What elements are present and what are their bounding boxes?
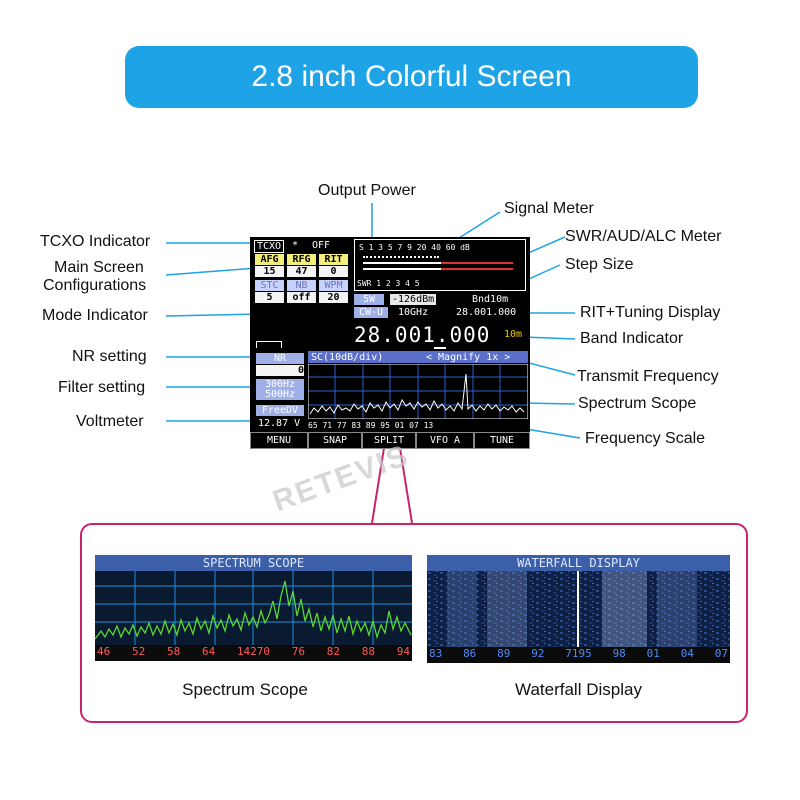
waterfall-scale-tick: 04 [680,647,694,660]
wpm-label: WPM [319,280,348,291]
magnify-control[interactable]: < Magnify 1x > [426,352,511,363]
dbm-readout: -126dBm [390,294,437,305]
spectrum-scale: 46 52 58 64 14270 76 82 88 94 [95,645,412,661]
wpm-value: 20 [319,292,348,303]
vfo-a-button[interactable]: VFO A [416,432,474,449]
waterfall-graph [427,571,730,647]
lcd-spectrum-scope [308,364,528,419]
callout-rit-tuning: RIT+Tuning Display [580,304,721,321]
nb-value: off [287,292,316,303]
filter-line1: 300Hz [256,379,304,390]
spectrum-scale-tick: 58 [166,645,181,658]
lcd-frequency-scale: 65 71 77 83 89 95 01 07 13 [308,421,434,430]
waterfall-scale-tick: 89 [497,647,511,660]
lcd-screen: TCXO * OFF AFG RFG RIT 15 47 0 STC NB WP… [250,237,530,449]
step-size: 10GHz [398,307,429,318]
callout-step-size: Step Size [565,256,634,273]
callout-main-screen-1: Main Screen [54,259,144,276]
rfg-value: 47 [287,266,316,277]
callout-tcxo-indicator: TCXO Indicator [40,233,151,250]
afg-label: AFG [255,254,284,265]
stc-label: STC [255,280,284,291]
band-top: Bnd10m [472,294,509,305]
callout-signal-meter: Signal Meter [504,200,594,217]
waterfall-scale-tick: 92 [531,647,545,660]
spectrum-scale-tick: 82 [326,645,341,658]
waterfall-scale-tick: 7195 [565,647,592,660]
nr-marker [256,341,282,348]
spectrum-scale-tick: 46 [97,645,111,658]
tcxo-state: OFF [312,240,331,251]
spectrum-graph [95,571,412,645]
tuning-cursor [434,347,446,349]
swr-scale: SWR 1 2 3 4 5 [357,279,420,288]
spectrum-scale-tick: 52 [131,645,146,658]
callout-mode-indicator: Mode Indicator [42,307,148,324]
callout-output-power: Output Power [318,182,416,199]
callout-nr-setting: NR setting [72,348,147,365]
waterfall-panel: WATERFALL DISPLAY 83 86 89 92 7195 98 01… [427,555,730,663]
scope-title: SC(10dB/div) [311,352,384,363]
callout-filter-setting: Filter setting [58,379,146,396]
nr-label: NR [256,353,304,364]
waterfall-title-bar [427,555,730,571]
scope-header: SC(10dB/div) < Magnify 1x > [308,351,528,363]
swr-meter-line [363,268,513,270]
callout-main-screen-2: Configurations [43,277,147,294]
waterfall-scale-tick: 83 [429,647,443,660]
nb-label: NB [287,280,316,291]
tune-button[interactable]: TUNE [474,432,530,449]
rfg-label: RFG [287,254,316,265]
spectrum-panel: SPECTRUM SCOPE 46 52 58 64 14270 76 82 8… [95,555,412,661]
nr-value: 0 [256,365,304,376]
title-banner: 2.8 inch Colorful Screen [125,46,698,108]
split-button[interactable]: SPLIT [362,432,416,449]
waterfall-scale: 83 86 89 92 7195 98 01 04 07 [427,647,730,663]
callout-band-indicator: Band Indicator [580,330,684,347]
waterfall-title: WATERFALL DISPLAY [517,556,640,570]
menu-button[interactable]: MENU [250,432,308,449]
spectrum-scale-tick: 94 [396,645,410,658]
s-meter-line [363,262,513,264]
spectrum-scale-tick: 76 [291,645,306,658]
callout-voltmeter: Voltmeter [76,413,144,430]
callout-swr-meter: SWR/AUD/ALC Meter [565,228,722,245]
callout-frequency-scale: Frequency Scale [585,430,706,447]
spectrum-scale-tick: 88 [361,645,376,658]
waterfall-scale-tick: 07 [714,647,728,660]
callout-transmit-frequency: Transmit Frequency [577,368,719,385]
rit-value: 0 [319,266,348,277]
s-meter-scale: S 1 3 5 7 9 20 40 60 dB [359,243,470,252]
s-meter-bar [363,256,439,261]
stc-value: 5 [255,292,284,303]
callout-spectrum-scope: Spectrum Scope [578,395,697,412]
spectrum-title: SPECTRUM SCOPE [202,556,305,570]
tcxo-label: TCXO [254,240,285,253]
voltmeter: 12.87 V [258,418,301,429]
spectrum-caption: Spectrum Scope [182,680,308,699]
afg-value: 15 [255,266,284,277]
rit-label: RIT [319,254,348,265]
rit-frequency: 28.001.000 [456,307,517,318]
power-indicator: 5W [354,294,384,305]
banner-title: 2.8 inch Colorful Screen [251,60,572,93]
band-indicator: 10m [504,329,523,340]
main-frequency: 28.001.000 [354,323,491,347]
detail-popup [80,523,748,723]
waterfall-scale-tick: 98 [612,647,626,660]
spectrum-scale-tick: 64 [201,645,216,658]
snap-button[interactable]: SNAP [308,432,362,449]
meter-box: S 1 3 5 7 9 20 40 60 dB SWR 1 2 3 4 5 [354,239,526,291]
filter-line2: 500Hz [256,389,304,400]
tcxo-star: * [292,240,299,251]
freedv-label: FreeDV [256,405,304,416]
spectrum-title-bar [95,555,412,571]
waterfall-scale-tick: 01 [646,647,660,660]
spectrum-scale-tick: 14270 [236,645,271,658]
waterfall-scale-tick: 86 [463,647,477,660]
waterfall-caption: Waterfall Display [515,680,642,699]
mode-indicator: CW-U [354,307,388,318]
